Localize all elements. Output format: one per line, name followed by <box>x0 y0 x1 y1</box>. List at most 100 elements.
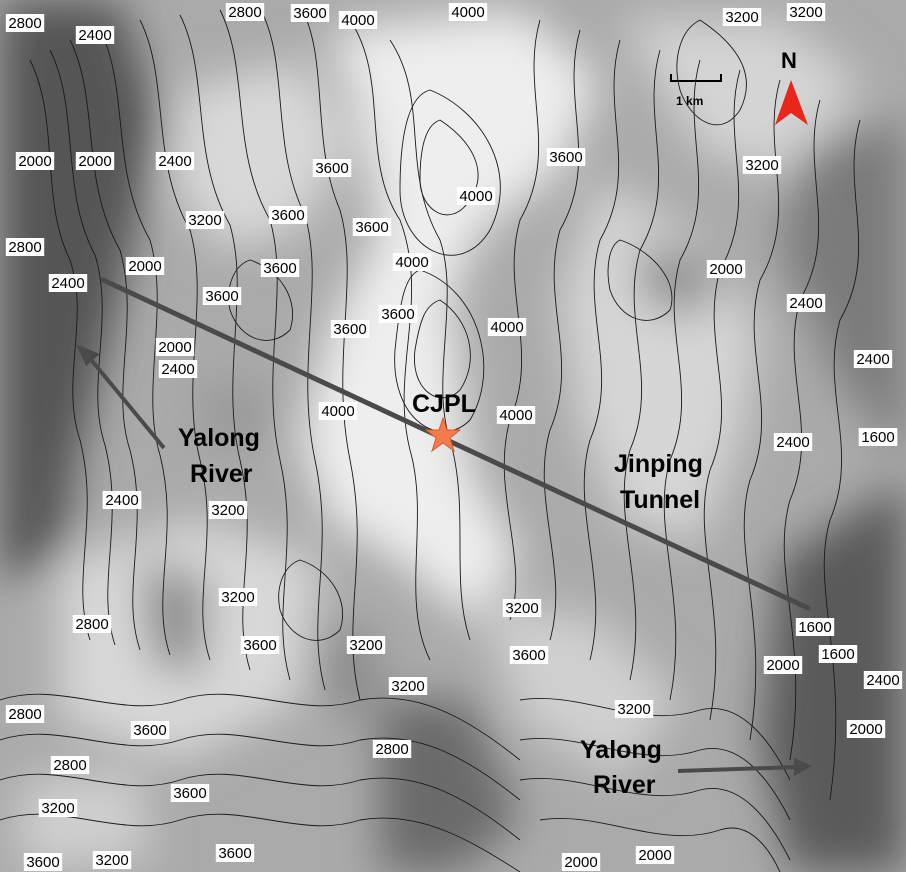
contour-label-box <box>260 259 300 277</box>
contour-label-box <box>378 305 418 323</box>
north-arrow-icon: N <box>775 48 808 125</box>
contour-elevation-label: 2400 <box>866 672 899 689</box>
north-label: N <box>781 48 797 73</box>
contour-label-box <box>202 287 242 305</box>
contour-elevation-label: 3600 <box>293 5 326 22</box>
contour-elevation-label: 3600 <box>333 321 366 338</box>
contour-elevation-label: 2400 <box>158 153 191 170</box>
contour-label-box <box>23 853 63 871</box>
contour-elevation-label: 4000 <box>341 12 374 29</box>
contour-label-box <box>215 844 255 862</box>
contour-label-box <box>795 618 835 636</box>
contour-elevation-label: 3200 <box>617 701 650 718</box>
contour-elevation-label: 3600 <box>26 854 59 871</box>
contour-elevation-label: 3200 <box>505 600 538 617</box>
contour-elevation-label: 2400 <box>856 351 889 368</box>
contour-elevation-label: 2000 <box>128 258 161 275</box>
contour-label-box <box>5 238 45 256</box>
contour-elevation-label: 1600 <box>861 429 894 446</box>
contour-elevation-label: 3600 <box>549 149 582 166</box>
contour-elevation-label: 2400 <box>78 27 111 44</box>
contour-elevation-label: 2400 <box>161 361 194 378</box>
cjpl-label: CJPL <box>412 390 476 418</box>
contour-elevation-label: 2000 <box>766 657 799 674</box>
contour-label-box <box>346 636 386 654</box>
contour-label-box <box>858 428 898 446</box>
contour-label-box <box>312 159 352 177</box>
contour-label-box <box>130 721 170 739</box>
contour-elevation-label: 4000 <box>459 188 492 205</box>
contour-elevation-label: 4000 <box>490 319 523 336</box>
river-left-arrow-icon <box>76 344 166 450</box>
contour-elevation-label: 3200 <box>211 502 244 519</box>
contour-label-box <box>92 851 132 869</box>
contour-label-box <box>218 588 258 606</box>
tunnel-line <box>100 277 811 611</box>
contour-label-box <box>372 740 412 758</box>
contour-label-box <box>496 406 536 424</box>
contour-elevation-label: 3600 <box>512 647 545 664</box>
contour-label-group: 2800 3600 4000 4000 3200 3200 2800 2400 2000 2000… <box>5 3 903 871</box>
contour-label-box <box>225 3 265 21</box>
contour-label-box <box>155 152 195 170</box>
contour-label-box <box>48 274 88 292</box>
contour-label-box <box>268 206 308 224</box>
contour-label-box <box>338 11 378 29</box>
contour-label-box <box>448 3 488 21</box>
contour-elevation-label: 2000 <box>158 339 191 356</box>
contour-label-box <box>15 152 55 170</box>
contour-elevation-label: 2400 <box>51 275 84 292</box>
contour-elevation-label: 3600 <box>218 845 251 862</box>
contour-elevation-label: 4000 <box>499 407 532 424</box>
contour-elevation-label: 2000 <box>18 153 51 170</box>
contour-elevation-label: 3200 <box>391 678 424 695</box>
contour-label-box <box>75 26 115 44</box>
contour-label-box <box>502 599 542 617</box>
contour-label-box <box>5 14 45 32</box>
contour-elevation-label: 2800 <box>8 15 41 32</box>
contour-elevation-label: 3200 <box>188 212 221 229</box>
contour-elevation-label: 3600 <box>133 722 166 739</box>
contour-label-box <box>818 645 858 663</box>
cjpl-star-icon <box>424 416 462 453</box>
tunnel-label-line1: Jinping <box>614 450 703 478</box>
contour-elevation-label: 2800 <box>228 4 261 21</box>
contour-elevation-label: 2800 <box>75 616 108 633</box>
contour-label-box <box>786 294 826 312</box>
contour-label-box <box>208 501 248 519</box>
contour-label-box <box>155 338 195 356</box>
contour-label-box <box>50 756 90 774</box>
contour-label-box <box>487 318 527 336</box>
contour-elevation-label: 3600 <box>173 785 206 802</box>
contour-label-box <box>456 187 496 205</box>
contour-elevation-label: 4000 <box>395 254 428 271</box>
contour-label-box <box>722 8 762 26</box>
contour-elevation-label: 2800 <box>8 706 41 723</box>
contour-elevation-label: 2400 <box>105 492 138 509</box>
contour-label-box <box>706 260 746 278</box>
contour-elevation-label: 3600 <box>381 306 414 323</box>
contour-label-box <box>290 4 330 22</box>
river-left-label-line2: River <box>190 460 253 488</box>
contour-elevation-label: 3600 <box>205 288 238 305</box>
tunnel-label-line2: Tunnel <box>620 486 700 514</box>
contour-elevation-label: 3200 <box>745 157 778 174</box>
scale-label: 1 km <box>676 94 703 108</box>
contour-elevation-label: 2000 <box>709 261 742 278</box>
contour-label-box <box>330 320 370 338</box>
contour-elevation-label: 2000 <box>78 153 111 170</box>
contour-label-box <box>763 656 803 674</box>
contour-label-box <box>853 350 893 368</box>
river-left-label-line1: Yalong <box>178 424 260 452</box>
contour-label-box <box>158 360 198 378</box>
contour-label-box <box>863 671 903 689</box>
contour-label-box <box>38 799 78 817</box>
contour-label-box <box>388 677 428 695</box>
contour-label-box <box>614 700 654 718</box>
contour-label-box <box>185 211 225 229</box>
contour-label-box <box>635 846 675 864</box>
contour-elevation-label: 2400 <box>789 295 822 312</box>
contour-label-box <box>546 148 586 166</box>
contour-elevation-label: 3200 <box>41 800 74 817</box>
